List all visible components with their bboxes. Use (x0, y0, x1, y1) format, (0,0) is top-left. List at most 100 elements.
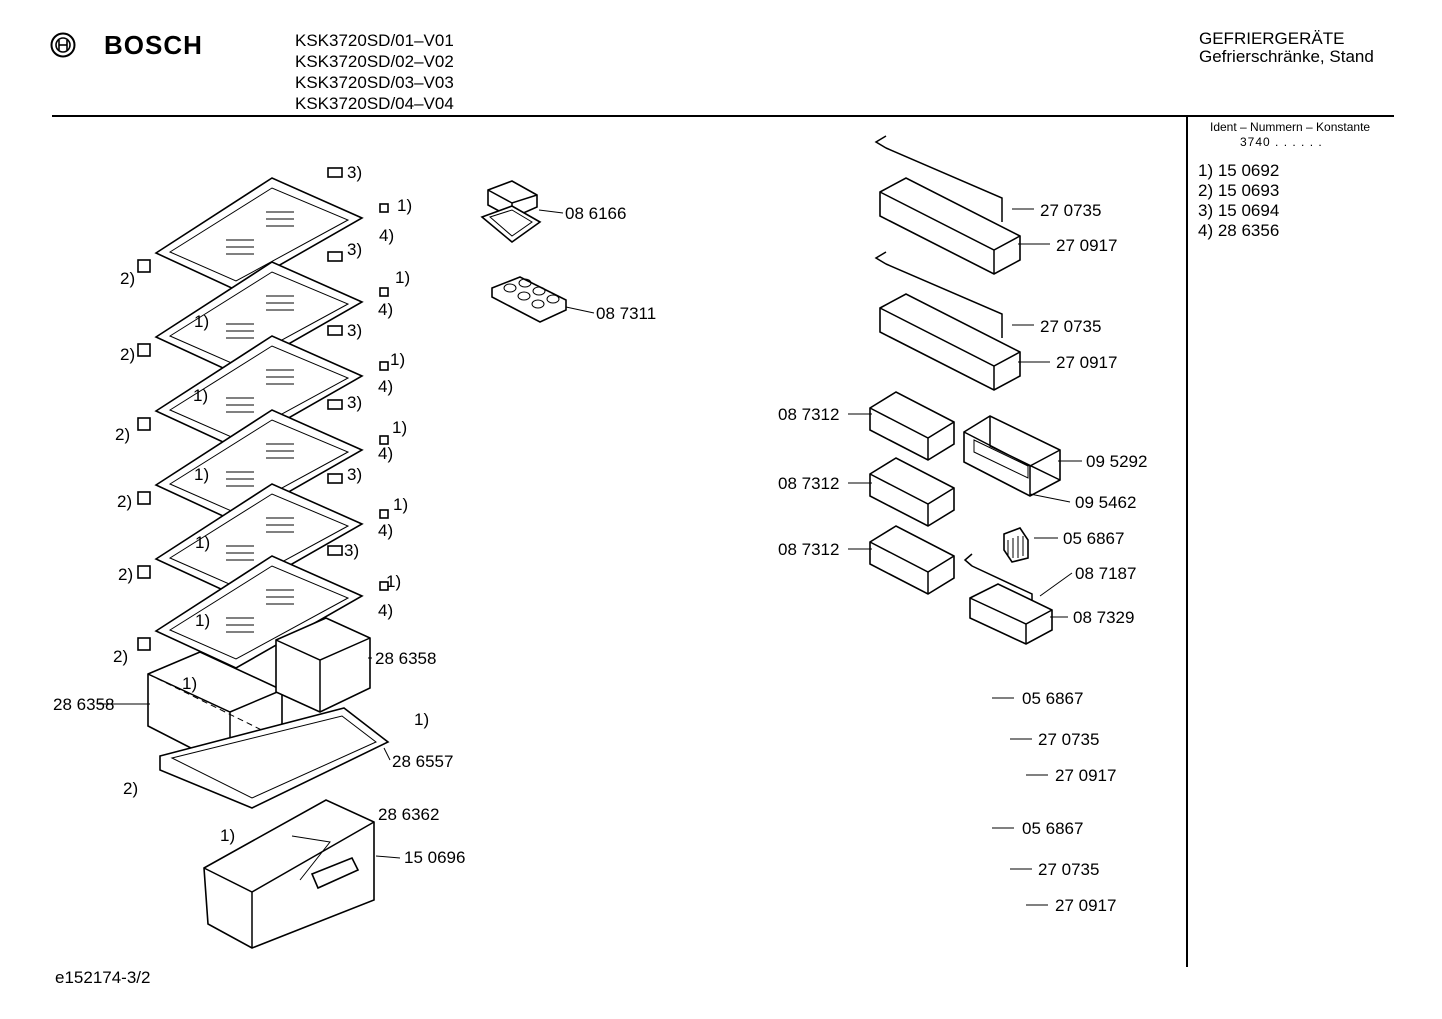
marker-1-m: 1) (414, 710, 430, 729)
label-27-0735-d: 27 0735 (1038, 860, 1100, 879)
marker-2-f: 2) (113, 647, 129, 666)
screw-icon (379, 203, 389, 213)
label-05-6867-c: 05 6867 (1022, 819, 1084, 838)
bin-body (879, 177, 1021, 275)
small-bin-body (869, 391, 955, 461)
lower-bins (147, 617, 390, 809)
clip-icon (327, 325, 343, 336)
small-bin (869, 457, 955, 527)
ident-value: 3740 . . . . . . (1240, 135, 1323, 149)
header-rule (52, 115, 1394, 117)
model-3: KSK3720SD/03–V03 (295, 73, 454, 92)
marker-1-n: 1) (220, 826, 236, 845)
marker-3-e: 3) (347, 465, 363, 484)
small-bins (869, 391, 955, 595)
shelf-glass (168, 271, 350, 366)
shelf-glass (168, 345, 350, 440)
shelf-frame (154, 335, 364, 449)
ident-heading: Ident – Nummern – Konstante (1210, 120, 1371, 134)
small-bin (869, 525, 955, 595)
door-bin (874, 251, 1021, 391)
label-08-7312-b: 08 7312 (778, 474, 840, 493)
freezer-bin-cover (963, 415, 1061, 497)
bracket-icon (137, 637, 151, 651)
shelf-frame (154, 483, 364, 597)
small-bin-edge (869, 407, 955, 460)
marker-1-g: 1) (194, 465, 210, 484)
marker-1-e: 1) (193, 386, 209, 405)
note-3: 3) 15 0694 (1198, 201, 1280, 220)
glass-shelf (137, 167, 389, 291)
clip-icon (327, 251, 343, 262)
bin-rail (874, 251, 1003, 338)
small-bin-body (869, 525, 955, 595)
label-05-6867-b: 05 6867 (1022, 689, 1084, 708)
model-list: KSK3720SD/01–V01 KSK3720SD/02–V02 KSK372… (295, 30, 454, 114)
model-2: KSK3720SD/02–V02 (295, 52, 454, 71)
clip-icon (327, 545, 343, 556)
label-27-0917-d: 27 0917 (1055, 896, 1117, 915)
side-divider (1186, 117, 1188, 967)
marker-1-a: 1) (397, 196, 413, 215)
bin-edge (879, 307, 1021, 390)
ice-cube-tray (480, 180, 542, 244)
note-4: 4) 28 6356 (1198, 221, 1280, 240)
glass-shelf (137, 251, 389, 375)
glass-shelf (137, 473, 389, 597)
marker-1-b: 1) (395, 268, 411, 287)
label-09-5462: 09 5462 (1075, 493, 1137, 512)
marker-1-d: 1) (390, 350, 406, 369)
bracket-icon (137, 565, 151, 579)
glass-shelves (137, 167, 389, 669)
marker-4-d: 4) (378, 444, 394, 463)
leader-lines (98, 208, 1082, 906)
label-08-6166: 08 6166 (565, 204, 627, 223)
label-27-0735-c: 27 0735 (1038, 730, 1100, 749)
label-27-0917-a: 27 0917 (1056, 236, 1118, 255)
marker-4-f: 4) (378, 601, 394, 620)
glass-shelf (137, 399, 389, 523)
clip-icon (327, 473, 343, 484)
door-bin (874, 135, 1021, 275)
label-08-7312-c: 08 7312 (778, 540, 840, 559)
bosch-logo-icon (50, 32, 76, 63)
shelf-glass (168, 493, 350, 588)
glass-shelf (137, 325, 389, 449)
shelf-frame (154, 409, 364, 523)
bin-rail (874, 135, 1003, 222)
bin-body (879, 293, 1021, 391)
model-1: KSK3720SD/01–V01 (295, 31, 454, 50)
marker-2-c: 2) (115, 425, 131, 444)
small-bin-edge (869, 541, 955, 594)
label-09-5292: 09 5292 (1086, 452, 1148, 471)
door-bins (874, 135, 1021, 391)
note-1: 1) 15 0692 (1198, 161, 1280, 180)
leader-line (565, 306, 595, 314)
leader-line (383, 747, 391, 761)
shelf-frame (154, 177, 364, 291)
marker-2-b: 2) (120, 345, 136, 364)
clip-icon (327, 399, 343, 410)
small-bin (869, 391, 955, 461)
label-27-0735-b: 27 0735 (1040, 317, 1102, 336)
screw-icon (379, 581, 389, 591)
category-main: GEFRIERGERÄTE (1199, 29, 1345, 48)
marker-1-h: 1) (393, 495, 409, 514)
marker-3-c: 3) (347, 321, 363, 340)
shelf-frame (154, 261, 364, 375)
small-door-bin (963, 553, 1053, 645)
label-28-6557: 28 6557 (392, 752, 454, 771)
leader-line (538, 209, 564, 214)
bracket-icon (137, 491, 151, 505)
marker-1-c: 1) (194, 312, 210, 331)
marker-1-k: 1) (195, 611, 211, 630)
label-28-6362: 28 6362 (378, 805, 440, 824)
screw-icon (379, 287, 389, 297)
shelf-glass (168, 565, 350, 660)
marker-3-f: 3) (344, 541, 360, 560)
clip-part (1003, 527, 1029, 563)
brand-name: BOSCH (104, 30, 203, 60)
label-05-6867-a: 05 6867 (1063, 529, 1125, 548)
egg-tray (491, 276, 567, 323)
marker-1-f: 1) (392, 418, 408, 437)
